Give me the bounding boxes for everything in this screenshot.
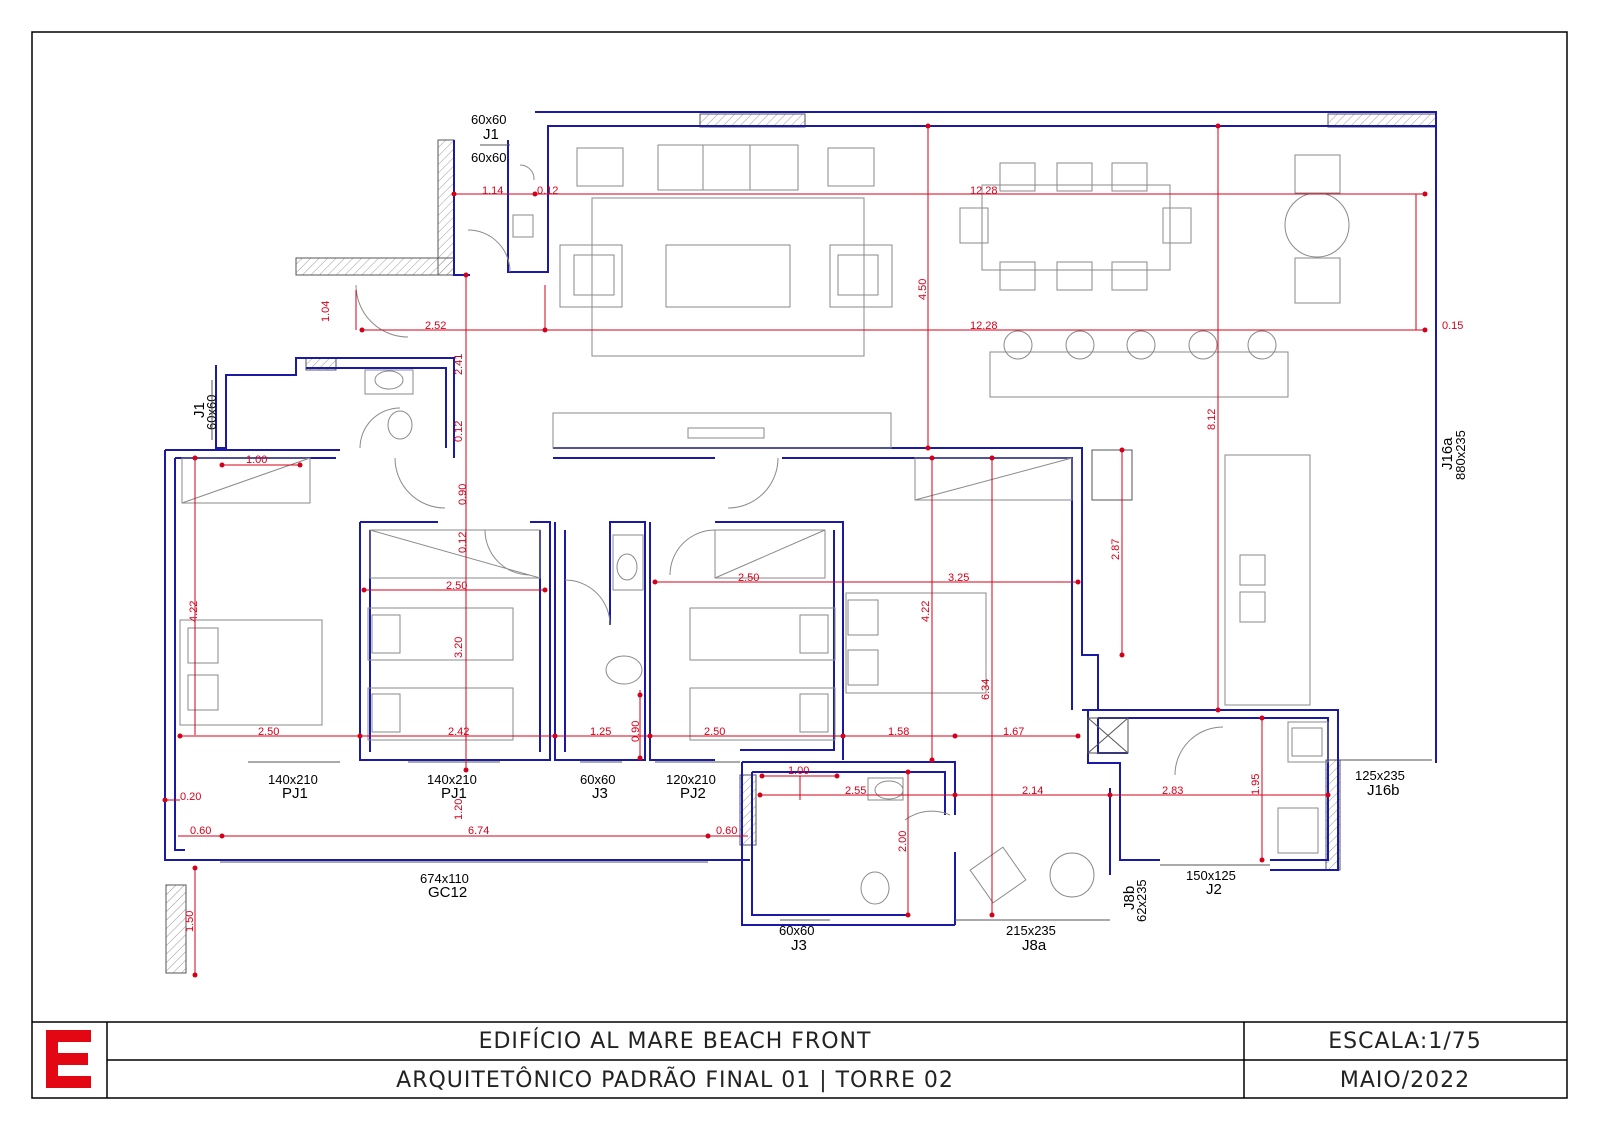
furniture	[179, 144, 1350, 905]
opening-size: 60x60	[471, 112, 506, 127]
opening-size: 150x125	[1186, 868, 1236, 883]
dim-label: 2.41	[453, 354, 465, 375]
drawing-subtitle: ARQUITETÔNICO PADRÃO FINAL 01 | TORRE 02	[396, 1066, 954, 1093]
opening-size: 140x210	[268, 772, 318, 787]
dim-label: 4.22	[188, 601, 200, 622]
dim-label: 0.15	[1442, 320, 1463, 332]
dim-label: 2.52	[425, 320, 446, 332]
opening-code: J1	[483, 126, 499, 143]
opening-code: J8a	[1022, 937, 1047, 954]
dim-label: 2.87	[1110, 539, 1122, 560]
window-markers	[211, 144, 1270, 921]
opening-code: J1	[191, 402, 208, 418]
floor-plan: 1.14 0.12 12.28 12.28 2.52 0.15 1.04 2.4…	[162, 111, 1468, 978]
opening-code: PJ1	[282, 785, 308, 802]
opening-size: 60x60	[471, 150, 506, 165]
dimension-lines	[165, 126, 1425, 975]
sheet-border	[31, 31, 1568, 1099]
opening-size: 140x210	[427, 772, 477, 787]
dim-label: 1.50	[184, 911, 196, 932]
dim-label: 1.00	[246, 454, 267, 466]
opening-code: J3	[791, 937, 807, 954]
dim-label: 2.50	[258, 726, 279, 738]
dim-label: 0.90	[457, 484, 469, 505]
secondary-lines	[1087, 449, 1432, 761]
dim-label: 2.14	[1022, 785, 1043, 797]
opening-code: J16b	[1367, 782, 1400, 799]
dim-label: 1.00	[788, 765, 809, 777]
opening-code: PJ1	[441, 785, 467, 802]
dim-label: 0.60	[190, 825, 211, 837]
walls	[164, 111, 1437, 926]
opening-labels: 60x60 J1 60x60 J1 60x60 J16a 880x235 125…	[191, 112, 1468, 954]
opening-size: 215x235	[1006, 923, 1056, 938]
dim-label: 0.12	[457, 532, 469, 553]
dim-label: 0.20	[180, 791, 201, 803]
dim-label: 2.55	[845, 785, 866, 797]
dim-label: 0.12	[537, 185, 558, 197]
opening-size: 880x235	[1453, 430, 1468, 480]
hatched-wall	[437, 139, 455, 276]
dim-label: 2.42	[448, 726, 469, 738]
dim-label: 2.50	[704, 726, 725, 738]
dim-label: 12.28	[970, 185, 998, 197]
opening-code: J3	[592, 785, 608, 802]
building-title: EDIFÍCIO AL MARE BEACH FRONT	[479, 1028, 872, 1054]
date-label: MAIO/2022	[1340, 1068, 1470, 1093]
hatched-wall	[165, 884, 187, 974]
opening-code: J16a	[1439, 437, 1456, 470]
dim-label: 4.22	[920, 601, 932, 622]
dim-label: 0.12	[453, 421, 465, 442]
dim-label: 12.28	[970, 320, 998, 332]
dim-label: 3.20	[453, 637, 465, 658]
dim-label: 4.50	[917, 279, 929, 300]
opening-code: J2	[1206, 881, 1222, 898]
hatched-wall	[295, 257, 455, 276]
dimension-labels: 1.14 0.12 12.28 12.28 2.52 0.15 1.04 2.4…	[180, 185, 1463, 932]
dim-label: 2.83	[1162, 785, 1183, 797]
dim-label: 6.74	[468, 825, 489, 837]
dimension-dots	[162, 123, 1428, 978]
doors	[355, 164, 1224, 821]
scale-label: ESCALA:1/75	[1328, 1029, 1482, 1054]
dim-label: 1.14	[482, 185, 503, 197]
dim-label: 2.50	[446, 580, 467, 592]
title-block: EDIFÍCIO AL MARE BEACH FRONT ARQUITETÔNI…	[32, 1021, 1567, 1098]
dim-label: 1.67	[1003, 726, 1024, 738]
opening-code: GC12	[428, 884, 467, 901]
opening-code: J8b	[1121, 886, 1138, 910]
dim-label: 1.95	[1250, 774, 1262, 795]
dim-label: 1.20	[453, 799, 465, 820]
dim-label: 2.50	[738, 572, 759, 584]
opening-size: 674x110	[420, 871, 469, 886]
opening-size: 125x235	[1355, 768, 1405, 783]
dim-label: 1.04	[320, 301, 332, 322]
opening-size: 60x60	[779, 923, 814, 938]
dim-label: 1.58	[888, 726, 909, 738]
dim-label: 3.25	[948, 572, 969, 584]
opening-size: 60x60	[580, 772, 615, 787]
dim-label: 0.90	[630, 721, 642, 742]
company-logo	[46, 1030, 91, 1088]
dim-label: 6.34	[980, 679, 992, 700]
dim-label: 8.12	[1206, 409, 1218, 430]
dim-label: 2.00	[897, 831, 909, 852]
dim-label: 1.25	[590, 726, 611, 738]
opening-size: 62x235	[1134, 879, 1149, 922]
opening-size: 120x210	[666, 772, 716, 787]
dim-label: 0.60	[716, 825, 737, 837]
opening-code: PJ2	[680, 785, 706, 802]
